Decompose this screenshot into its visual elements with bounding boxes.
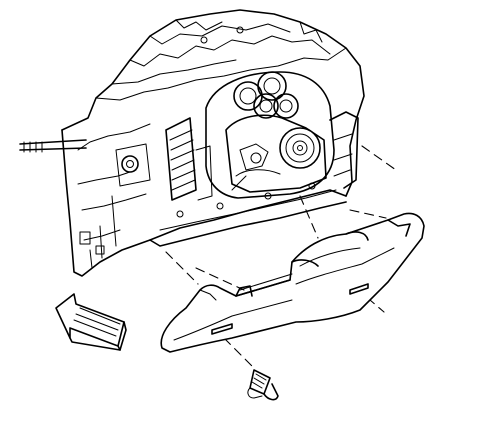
arrow-left-icon bbox=[55, 293, 127, 351]
fastener-bolt bbox=[247, 369, 279, 401]
knee-bolster-panel bbox=[160, 212, 425, 353]
instrument-panel-carrier bbox=[19, 9, 365, 277]
